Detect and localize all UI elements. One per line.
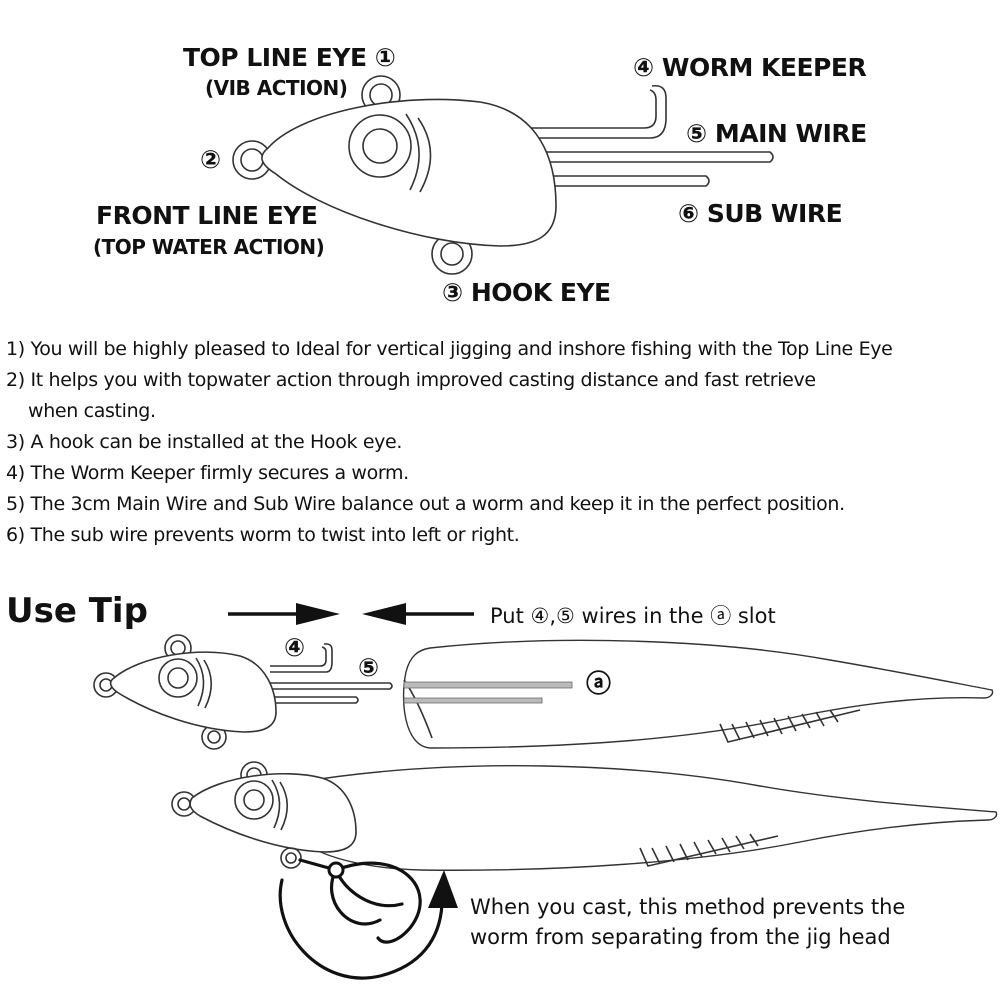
jig-head-top xyxy=(232,75,774,275)
note-6: 6) The sub wire prevents worm to twist i… xyxy=(6,520,996,551)
jig-head-small-2 xyxy=(171,761,357,853)
note-4: 4) The Worm Keeper firmly secures a worm… xyxy=(6,458,996,489)
jig-head-body xyxy=(261,98,557,247)
instruction-text: Put ④,⑤ wires in the ⓐ slot xyxy=(490,604,776,628)
jig-head-small-1 xyxy=(93,634,393,750)
label-top-water-action: (TOP WATER ACTION) xyxy=(93,235,324,259)
marker-5: ⑤ xyxy=(358,653,379,682)
sub-wire xyxy=(550,175,710,187)
marker-4: ④ xyxy=(284,633,305,662)
note-3-text: 3) A hook can be installed at the Hook e… xyxy=(6,431,403,453)
label-top-line-eye: TOP LINE EYE ① xyxy=(183,43,395,72)
feature-notes: 1) You will be highly pleased to Ideal f… xyxy=(6,334,996,551)
treble-hook xyxy=(278,847,458,980)
note-1: 1) You will be highly pleased to Ideal f… xyxy=(6,334,996,365)
curved-arrow-icon xyxy=(428,870,458,908)
note-3: 3) A hook can be installed at the Hook e… xyxy=(6,427,996,458)
note-2-text: 2) It helps you with topwater action thr… xyxy=(6,369,816,391)
slot-marker: ⓐ xyxy=(586,669,611,698)
label-sub-wire: ⑥ SUB WIRE xyxy=(678,199,842,228)
insert-arrows xyxy=(228,603,474,625)
arrow-right-icon xyxy=(296,603,340,625)
label-main-wire: ⑤ MAIN WIRE xyxy=(686,119,867,148)
note-4-text: 4) The Worm Keeper firmly secures a worm… xyxy=(6,462,409,484)
jig-eye xyxy=(348,113,432,193)
label-worm-keeper: ④ WORM KEEPER xyxy=(633,53,866,82)
label-vib-action: (VIB ACTION) xyxy=(205,76,347,100)
label-front-line-eye: FRONT LINE EYE xyxy=(96,201,317,230)
note-6-text: 6) The sub wire prevents worm to twist i… xyxy=(6,524,520,546)
assembled-worm xyxy=(299,765,998,871)
cast-note-line2: worm from separating from the jig head xyxy=(470,925,891,949)
note-1-text: 1) You will be highly pleased to Ideal f… xyxy=(6,338,893,360)
worm-keeper-wire xyxy=(520,84,667,139)
cast-note-line1: When you cast, this method prevents the xyxy=(470,895,905,919)
use-tip-title: Use Tip xyxy=(6,591,148,631)
note-2-continuation: when casting. xyxy=(28,400,156,422)
worm-1 xyxy=(402,639,994,749)
note-5: 5) The 3cm Main Wire and Sub Wire balanc… xyxy=(6,489,996,520)
note-5-text: 5) The 3cm Main Wire and Sub Wire balanc… xyxy=(6,493,845,515)
main-wire xyxy=(540,151,774,163)
label-hook-eye: ③ HOOK EYE xyxy=(442,278,611,307)
label-front-num: ② xyxy=(200,145,221,174)
arrow-left-icon xyxy=(362,603,406,625)
note-2: 2) It helps you with topwater action thr… xyxy=(6,365,996,427)
